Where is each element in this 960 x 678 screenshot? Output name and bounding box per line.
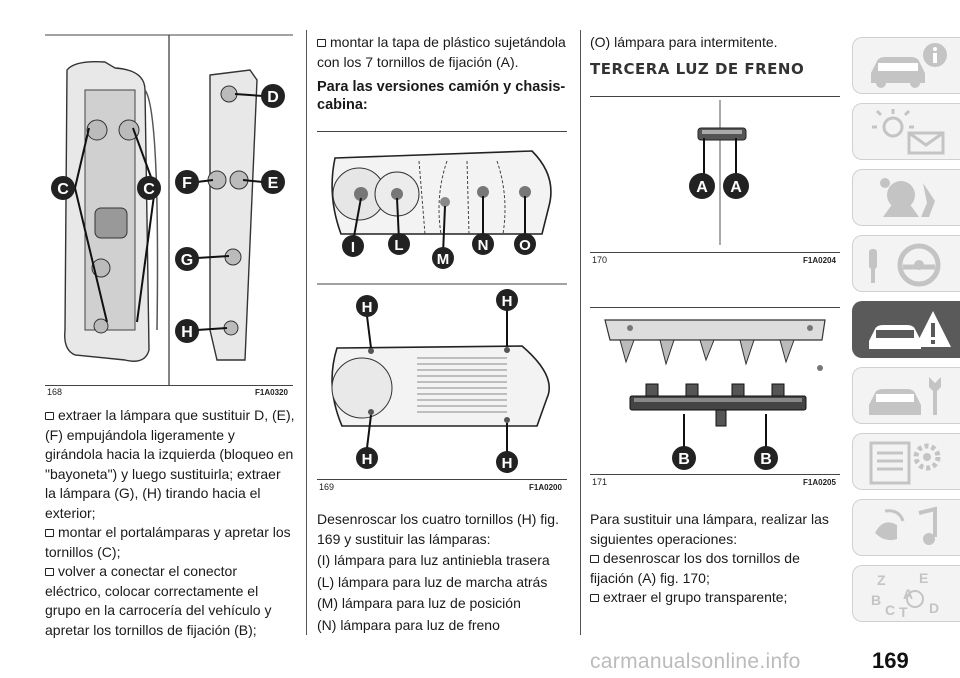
figure-171-bottom-rule [590, 474, 840, 475]
lamp-item-n: (N) lámpara para luz de freno [317, 616, 500, 633]
tab-maintenance[interactable] [852, 367, 960, 424]
lamp-item-l: (L) lámpara para luz de marcha atrás [317, 573, 548, 590]
paragraph-replace-lamp: Para sustituir una lámpara, realizar las… [590, 511, 829, 547]
watermark: carmanualsonline.info [590, 650, 801, 673]
paragraph-unscrew-screws: Desenroscar los cuatro tornillos (H) fig… [317, 511, 559, 547]
figure-168-code: F1A0320 [255, 388, 288, 397]
label-h-top-right: H [502, 293, 513, 310]
label-f: F [182, 175, 192, 192]
tab-multimedia[interactable] [852, 499, 960, 556]
figure-171: B B [590, 310, 840, 472]
index-letter-d: D [929, 600, 939, 616]
label-m: M [437, 251, 450, 268]
label-b-left: B [678, 451, 690, 468]
label-g: G [181, 252, 193, 269]
label-c-right: C [143, 181, 155, 198]
figure-169-code: F1A0200 [529, 483, 562, 492]
index-letter-c: C [885, 602, 895, 618]
figure-168-number: 168 [47, 387, 63, 397]
lamp-item-o: (O) lámpara para intermitente. [590, 34, 778, 50]
figure-169: I L M N O [317, 136, 567, 476]
figure-170-number: 170 [592, 255, 608, 265]
column-1-text: extraer la lámpara que sustituir D, (E),… [45, 406, 295, 640]
label-h-bottom-left: H [362, 451, 373, 468]
tab-technical-data[interactable] [852, 433, 960, 490]
section-heading-truck: Para las versiones camión y chasis-cabin… [317, 79, 566, 113]
specs-gear-icon [869, 441, 941, 485]
label-c-left: C [57, 181, 69, 198]
airbag-safety-icon [880, 178, 935, 217]
label-b-right: B [760, 451, 772, 468]
bullet-mount-holder: montar el portalámparas y apretar los to… [45, 523, 295, 562]
steering-key-icon [869, 243, 941, 287]
car-info-icon [871, 43, 947, 88]
bullet-extract-lamp: extraer la lámpara que sustituir D, (E),… [45, 406, 295, 523]
label-e: E [268, 175, 279, 192]
tab-emergency[interactable] [852, 301, 960, 358]
label-a-left: A [696, 179, 708, 196]
column-3-bottom-text: Para sustituir una lámpara, realizar las… [590, 510, 840, 608]
figure-171-code: F1A0205 [803, 478, 836, 487]
label-a-right: A [730, 179, 742, 196]
bullet-mount-cover: montar la tapa de plástico sujetándola c… [317, 33, 572, 72]
car-tools-icon [869, 377, 941, 415]
index-letter-e: E [919, 570, 928, 586]
truck-taillight-illustration: I L M N O [317, 150, 567, 473]
figure-171-number: 171 [592, 477, 608, 487]
third-brake-light-bottom-illustration: B B [604, 319, 826, 470]
label-o: O [519, 237, 531, 254]
column-divider-1 [306, 30, 307, 635]
label-h: H [181, 324, 193, 341]
dashboard-light-icon [872, 109, 945, 155]
lamp-item-m: (M) lámpara para luz de posición [317, 595, 521, 611]
column-3-top-text: (O) lámpara para intermitente. [590, 33, 840, 53]
label-d: D [267, 89, 279, 106]
car-warning-icon [869, 311, 951, 349]
figure-168-rule [45, 385, 293, 386]
column-2-top-text: montar la tapa de plástico sujetándola c… [317, 33, 572, 114]
figure-170-bottom-rule [590, 252, 840, 253]
media-music-icon [875, 506, 937, 545]
index-letter-t: T [899, 604, 908, 619]
bullet-unscrew-screws: desenroscar los dos tornillos de fijació… [590, 549, 840, 588]
tab-car-info[interactable] [852, 37, 960, 94]
column-2-bottom-text: Desenroscar los cuatro tornillos (H) fig… [317, 510, 572, 635]
figure-169-top-rule [317, 131, 567, 132]
figure-168: C C D E F G H [45, 30, 293, 402]
label-h-bottom-right: H [502, 455, 513, 472]
column-divider-2 [580, 30, 581, 635]
taillight-cluster-illustration: C C D E F G H [45, 30, 293, 402]
label-l: L [394, 237, 403, 254]
third-brake-light-top-illustration: A A [689, 100, 749, 245]
label-n: N [478, 237, 489, 254]
figure-170: A A [590, 100, 840, 250]
tab-safety[interactable] [852, 169, 960, 226]
figure-171-top-rule [590, 307, 840, 308]
label-h-top-left: H [362, 299, 373, 316]
alphabet-index-icon: Z E A B C T D [871, 570, 939, 619]
label-i: I [351, 239, 355, 256]
figure-170-code: F1A0204 [803, 256, 836, 265]
index-letter-z: Z [877, 572, 886, 588]
figure-169-bottom-rule [317, 479, 567, 480]
tab-dashboard-lights[interactable] [852, 103, 960, 160]
bullet-reconnect: volver a conectar el conector eléctrico,… [45, 562, 295, 640]
lamp-item-i: (I) lámpara para luz antiniebla trasera [317, 552, 550, 568]
figure-170-top-rule [590, 96, 840, 97]
index-letter-b: B [871, 592, 881, 608]
bullet-extract-group: extraer el grupo transparente; [590, 588, 840, 608]
tab-index[interactable]: Z E A B C T D [852, 565, 960, 622]
page-number: 169 [872, 648, 909, 673]
section-heading-third-brake-light: TERCERA LUZ DE FRENO [590, 60, 805, 78]
figure-169-number: 169 [319, 482, 335, 492]
tab-starting-driving[interactable] [852, 235, 960, 292]
